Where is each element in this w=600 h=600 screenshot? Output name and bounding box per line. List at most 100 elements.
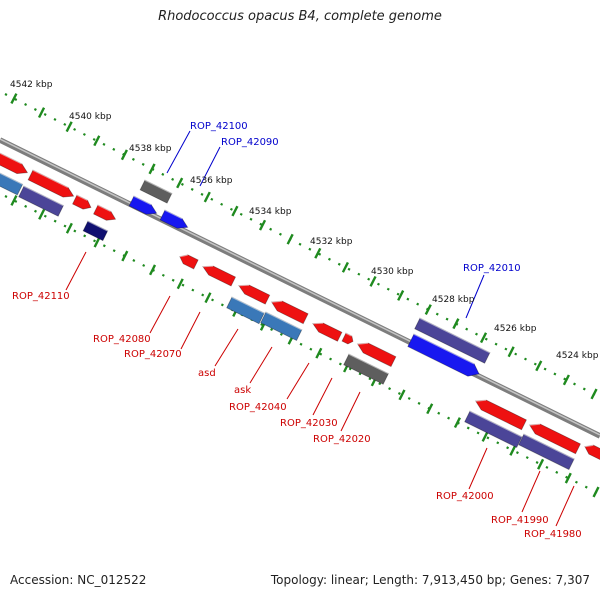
gene-label-rop-42010[interactable]: ROP_42010 [463,263,521,274]
gene-red-h [584,444,600,461]
ruler-tick [93,236,101,248]
ruler-tick [314,247,322,259]
genome-backbone [0,137,600,439]
leader-rop-42030 [312,377,333,416]
ruler-label: 4538 kbp [129,144,172,154]
ruler-tick [258,219,267,231]
gene-red-d-body [93,204,117,221]
gene-slate-r2 [518,433,575,471]
ruler-tick [204,292,212,304]
ruler-tick [148,163,156,175]
gene-label-rop-42030[interactable]: ROP_42030 [280,418,338,429]
gene-red-e [270,300,309,325]
ruler-tick [203,191,211,203]
accession-text: Accession: NC_012522 [10,573,147,587]
gene-asd-shine [231,296,265,314]
ruler-tick [481,431,489,442]
gene-ask-shine [265,311,303,331]
ruler-tick [121,250,129,262]
gene-label-group-upper: ROP_42100 ROP_42090 ROP_42010 [190,121,521,274]
gene-red-e-shine [271,300,283,303]
gene-ask-red-shine [238,284,250,287]
gene-label-rop-42040[interactable]: ROP_42040 [229,402,287,413]
gene-navy [82,220,109,242]
ruler-label: 4540 kbp [69,112,112,122]
ruler-tick [592,486,600,498]
gene-label-rop-41980[interactable]: ROP_41980 [524,529,582,540]
ruler-tick [37,107,46,119]
leader-asd [214,328,239,367]
gene-rop-42080-shine [179,254,188,258]
gene-label-rop-42000[interactable]: ROP_42000 [436,491,494,502]
gene-rop-42020 [343,353,389,385]
gene-navy-shine [87,220,109,232]
ruler-label: 4528 kbp [432,295,475,305]
gene-label-rop-42020[interactable]: ROP_42020 [313,434,371,445]
leader-rop-41990 [521,470,541,513]
gene-red-a [0,152,29,174]
gene-label-ask[interactable]: ask [234,385,251,396]
ruler-tick [176,278,184,290]
ruler-tick [479,332,488,344]
gene-rop-42040-body [312,322,343,342]
gene-label-rop-42080[interactable]: ROP_42080 [93,334,151,345]
gene-rop-42010-shine [413,333,475,365]
leader-rop-42100 [166,130,191,174]
ruler-lower-dots [4,195,600,495]
gene-label-rop-41990[interactable]: ROP_41990 [491,515,549,526]
gene-red-g-shine [529,423,541,426]
leader-rop-42070 [180,311,201,350]
gene-label-rop-42100[interactable]: ROP_42100 [190,121,248,132]
gene-track [0,152,600,471]
leader-rop-42000 [468,447,488,490]
leader-rop-42020 [340,391,361,432]
ruler-tick [590,388,598,400]
gene-slate-left [18,185,64,217]
gene-red-h-shine [584,444,594,448]
gene-steel-left-shine [0,172,24,185]
ruler-tick [148,264,157,276]
gene-slate-right [414,317,491,364]
ruler-tick [426,403,434,415]
gene-label-rop-42090[interactable]: ROP_42090 [221,137,279,148]
gene-red-b-shine [32,169,69,188]
ruler-tick [176,177,184,189]
gene-ask-red-body [238,284,271,305]
ruler-tick [453,417,461,429]
ruler-tick [452,318,460,330]
ruler-tick [65,222,73,234]
leader-rop-42080 [149,295,171,334]
gene-rop-42070 [202,265,237,287]
ruler-tick [397,290,405,301]
gene-red-c [72,194,92,210]
ruler-tick [509,444,517,456]
ruler-label: 4526 kbp [494,324,537,334]
ruler-tick [562,374,570,386]
gene-red-d [93,204,117,221]
gene-rop-42070-shine [202,265,214,268]
gene-rop-42090-b [159,209,189,229]
gene-red-b [27,169,75,198]
gene-label-rop-42110[interactable]: ROP_42110 [12,291,70,302]
gene-rop-42080-body [179,254,199,270]
gene-red-g [528,423,581,455]
ruler-tick [564,472,572,484]
ruler-label: 4532 kbp [310,237,353,247]
gene-slate-right-shine [419,317,491,354]
gene-rop-42090-b-shine [164,209,183,220]
gene-slate-r1-shine [469,410,523,438]
gene-rop-42100-shine [144,179,173,194]
gene-red-f-shine [357,342,369,345]
ruler-upper [4,93,600,400]
gene-rop-42080 [179,254,199,270]
gene-label-asd[interactable]: asd [198,368,216,379]
gene-slate-r1 [464,410,523,448]
ruler-tick [231,205,239,217]
gene-rop-42010 [407,333,480,377]
gene-rop-42090-a [128,195,158,215]
gene-label-rop-42070[interactable]: ROP_42070 [124,349,182,360]
gene-rop-42090-b-body [159,209,189,229]
ruler-upper-dots [4,93,600,398]
gene-red-c-shine [76,194,88,201]
